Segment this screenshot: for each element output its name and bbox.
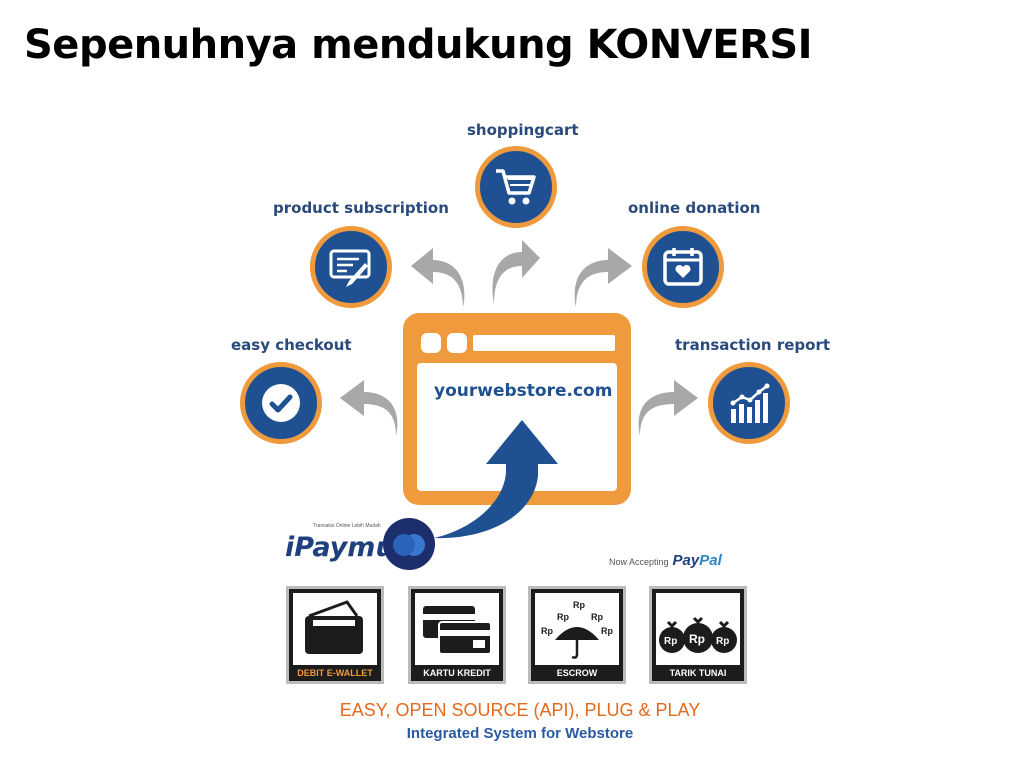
arrow-to-easy-checkout-icon [340, 380, 398, 436]
shoppingcart-circle [475, 146, 557, 228]
payment-method-label: ESCROW [556, 668, 598, 678]
address-bar [473, 335, 615, 351]
label-transaction-report: transaction report [675, 336, 831, 354]
svg-text:Rp: Rp [541, 626, 553, 636]
big-blue-arrow-icon [434, 420, 558, 539]
easy-checkout-circle [240, 362, 322, 444]
arrow-to-shoppingcart-icon [492, 240, 540, 304]
payment-method-label: TARIK TUNAI [669, 668, 727, 678]
svg-text:Rp: Rp [591, 612, 603, 622]
paypal-prefix: Now Accepting [609, 557, 669, 567]
checkmark-icon [262, 384, 300, 422]
credit-cards-icon [423, 606, 492, 655]
arrow-to-product-subscription-icon [411, 248, 465, 306]
product-subscription-circle [310, 226, 392, 308]
label-online-donation: online donation [628, 199, 761, 217]
svg-text:Rp: Rp [716, 636, 729, 647]
signed-document-icon [329, 249, 371, 287]
transaction-report-circle [708, 362, 790, 444]
shopping-cart-icon [496, 169, 536, 205]
payment-method-debit-ewallet: DEBIT E-WALLET [286, 586, 384, 684]
window-control-dot [447, 333, 467, 353]
arrow-to-transaction-report-icon [638, 380, 698, 436]
payment-method-label: DEBIT E-WALLET [297, 668, 373, 678]
ipaymu-logo-text: iPaymu [285, 532, 395, 563]
payment-method-kartu-kredit: KARTU KREDIT [408, 586, 506, 684]
payment-method-tarik-tunai: Rp Rp Rp TARIK TUNAI [649, 586, 747, 684]
ipaymu-logo-icon [383, 518, 435, 570]
online-donation-circle [642, 226, 724, 308]
label-product-subscription: product subscription [273, 199, 449, 217]
paypal-logo: PayPal [672, 552, 722, 569]
money-bags-icon: Rp Rp Rp [659, 616, 737, 653]
umbrella-money-icon: Rp Rp Rp Rp Rp [541, 600, 613, 659]
svg-text:Rp: Rp [601, 626, 613, 636]
slide-title: Sepenuhnya mendukung KONVERSI [24, 22, 813, 68]
payment-method-escrow: Rp Rp Rp Rp Rp ESCROW [528, 586, 626, 684]
wallet-icon [305, 600, 363, 654]
svg-text:Rp: Rp [664, 636, 677, 647]
bar-chart-icon [730, 383, 770, 423]
label-easy-checkout: easy checkout [231, 336, 352, 354]
payment-method-label: KARTU KREDIT [423, 668, 491, 678]
ipaymu-tagline: Transaksi Online Lebih Mudah [313, 523, 381, 529]
subtagline: Integrated System for Webstore [406, 725, 634, 742]
webstore-url: yourwebstore.com [434, 381, 613, 401]
label-shoppingcart: shoppingcart [467, 121, 579, 139]
svg-text:Rp: Rp [689, 632, 705, 646]
arrow-to-online-donation-icon [574, 248, 632, 306]
calendar-heart-icon [663, 248, 703, 286]
tagline: EASY, OPEN SOURCE (API), PLUG & PLAY [339, 700, 701, 720]
svg-text:Rp: Rp [573, 600, 585, 610]
window-control-dot [421, 333, 441, 353]
svg-text:Rp: Rp [557, 612, 569, 622]
